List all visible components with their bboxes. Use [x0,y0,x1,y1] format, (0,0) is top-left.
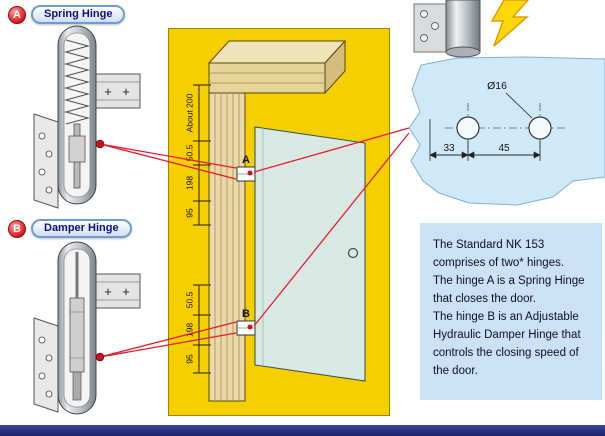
hinge-photo-barrel [445,0,481,58]
description-line: The hinge B is an Adjustable [433,311,579,323]
description-line: The Standard NK 153 [433,239,545,251]
damper-hinge-label: Damper Hinge [31,219,132,238]
description-line: that closes the door. [433,293,536,305]
damper-hinge-header: B Damper Hinge [8,219,132,238]
screw-hole [420,34,428,42]
hinge-block-a [236,166,256,182]
dimension-chain-bottom [193,284,211,374]
dim-45-label: 45 [498,143,510,154]
damper-barrel [57,241,97,415]
hinge-photo-partial [413,0,530,58]
marker-a: A [242,154,250,166]
drill-hole-right [528,116,552,140]
door-diagram-panel: About 200 50.5 198 95 50.5 198 95 A B [168,28,390,416]
screw-hole [45,186,53,194]
flash-icon [490,0,530,47]
damper-frame-plate: + + [93,273,141,309]
spring-hinge-label: Spring Hinge [31,5,126,24]
description-line: the door. [433,365,478,377]
screw-hole [38,132,46,140]
damper-body [69,297,85,373]
spring-coil [63,39,91,125]
marker-b: B [242,308,250,320]
plus-mark: + [104,84,112,99]
screw-hole [420,10,428,18]
plus-mark: + [104,284,112,299]
dim-198-bottom: 198 [184,323,194,337]
badge-b: B [8,219,26,238]
spring-frame-plate: + + [93,73,141,109]
badge-a: A [8,5,26,24]
screw-hole [38,336,46,344]
drilling-template-panel: Ø16 33 45 [408,56,605,206]
damper-foot [72,371,82,401]
screw-hole [45,150,53,158]
door-diagram: About 200 50.5 198 95 50.5 198 95 A B [184,39,366,402]
screw-hole [45,390,53,398]
description-line: The hinge A is a Spring Hinge [433,275,585,287]
door-frame-post [208,92,246,402]
spring-barrel [57,25,97,205]
spring-hinge-drawing: + + [33,25,141,209]
screw-hole [45,354,53,362]
dim-95-bottom: 95 [184,354,194,364]
dim-198-top: 198 [184,176,194,190]
bottom-bar [0,425,605,436]
dim-33-label: 33 [443,143,455,154]
hole-diameter-label: Ø16 [487,80,507,92]
description-line: controls the closing speed of [433,347,579,359]
spring-hinge-header: A Spring Hinge [8,5,126,24]
dim-50-5-bottom: 50.5 [184,291,194,308]
dimension-chain-top [193,84,211,226]
leader-line [505,92,533,119]
description-line: Hydraulic Damper Hinge that [433,329,581,341]
description-line: comprises of two* hinges. [433,257,565,269]
dim-about-200: About 200 [184,93,194,132]
spring-mechanism [68,135,86,163]
dim-95-top: 95 [184,208,194,218]
glass-door [254,126,366,382]
plus-mark: + [122,284,130,299]
description-box: The Standard NK 153 comprises of two* hi… [420,223,602,400]
torn-paper-shape [408,56,605,206]
screw-hole [38,372,46,380]
door-frame-header [207,39,347,95]
damper-mounting-leaf [33,317,59,413]
screw-hole [431,22,439,30]
spring-mounting-leaf [33,113,59,209]
drill-hole-left [456,116,480,140]
dim-50-5-top: 50.5 [184,144,194,161]
screw-hole [38,168,46,176]
hinge-photo-plate [413,3,447,53]
plus-mark: + [122,84,130,99]
damper-hinge-drawing: + + [33,241,141,415]
hinge-block-b [236,320,256,336]
